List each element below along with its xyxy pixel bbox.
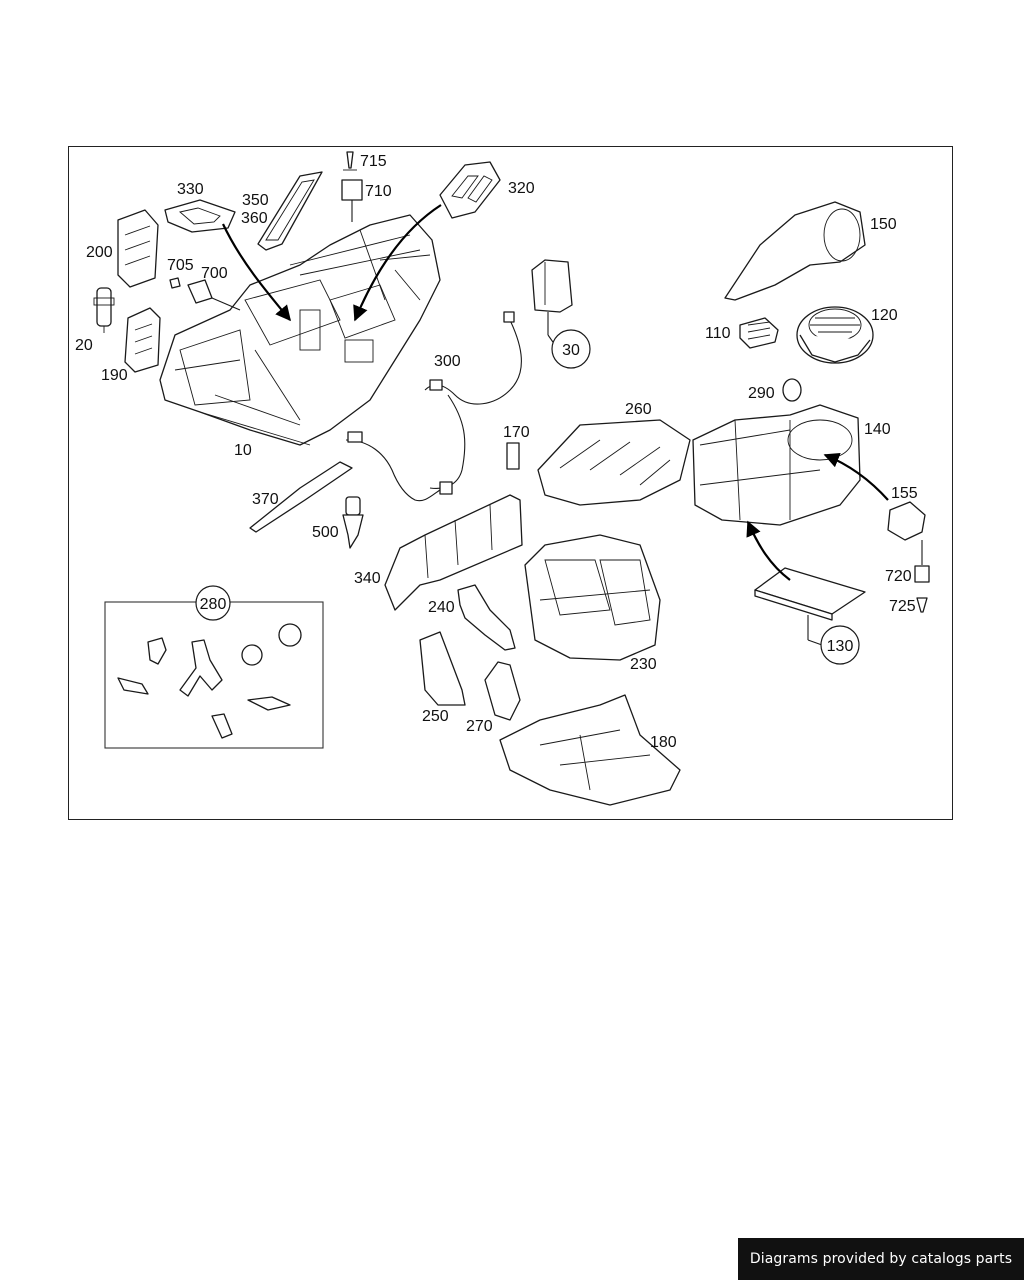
callout-230: 230 <box>630 656 657 673</box>
part-230-distribution-housing <box>524 534 661 661</box>
part-260-flap-housing <box>537 419 691 506</box>
part-155-actuator <box>887 501 926 565</box>
callout-280: 280 <box>200 596 227 613</box>
callout-240: 240 <box>428 599 455 616</box>
part-500-valve <box>342 496 364 549</box>
part-110-resistor <box>739 317 779 349</box>
callout-circle-130 <box>820 625 860 665</box>
callout-710: 710 <box>365 183 392 200</box>
part-140-blower-housing <box>692 404 861 526</box>
part-370-strip <box>249 461 353 533</box>
arrow-330-to-housing <box>222 223 291 322</box>
callout-250: 250 <box>422 708 449 725</box>
callout-370: 370 <box>252 491 279 508</box>
callout-200: 200 <box>86 244 113 261</box>
callout-150: 150 <box>870 216 897 233</box>
part-320-seal-ring <box>439 161 501 219</box>
part-120-blower-motor <box>796 306 874 364</box>
part-330-gasket <box>164 199 236 233</box>
callout-110: 110 <box>705 325 731 342</box>
callout-20: 20 <box>75 337 93 354</box>
part-10-hvac-housing <box>159 214 441 446</box>
part-290-sensor-cap <box>782 378 802 402</box>
callout-circle-280 <box>195 585 231 621</box>
arrow-320-to-housing <box>353 204 442 322</box>
callout-720: 720 <box>885 568 912 585</box>
callout-725: 725 <box>889 598 916 615</box>
callout-290: 290 <box>748 385 775 402</box>
part-340-air-duct <box>384 494 523 611</box>
part-240-linkage <box>457 584 516 651</box>
callout-700: 700 <box>201 265 228 282</box>
callout-715: 715 <box>360 153 387 170</box>
callout-340: 340 <box>354 570 381 587</box>
part-720-725-connector <box>914 565 930 613</box>
part-190-flap-cover <box>124 307 161 373</box>
callout-155: 155 <box>891 485 918 502</box>
part-710-715-connector <box>341 151 363 222</box>
callout-180: 180 <box>650 734 677 751</box>
kit-280-box <box>104 585 324 749</box>
callout-330: 330 <box>177 181 204 198</box>
part-700-705-actuator <box>169 277 241 311</box>
part-150-blower-cover <box>724 201 866 301</box>
diagram-frame <box>68 146 953 820</box>
callout-190: 190 <box>101 367 128 384</box>
callout-270: 270 <box>466 718 493 735</box>
part-270-lever <box>484 661 521 721</box>
arrow-130-to-140 <box>746 520 791 581</box>
callout-320: 320 <box>508 180 535 197</box>
part-130-cabin-filter <box>754 567 866 646</box>
part-20-sensor <box>93 287 115 333</box>
callout-130: 130 <box>827 638 854 655</box>
callout-30: 30 <box>562 342 580 359</box>
part-200-duct-flap <box>117 209 159 288</box>
footer-credit-badge: Diagrams provided by catalogs parts <box>738 1238 1024 1280</box>
kit-280-small-parts <box>117 623 302 739</box>
callout-140: 140 <box>864 421 891 438</box>
part-170-sensor <box>506 442 520 470</box>
part-300-wiring-harness <box>345 311 522 502</box>
callout-circle-30 <box>551 329 591 369</box>
callout-360: 360 <box>241 210 268 227</box>
callout-120: 120 <box>871 307 898 324</box>
part-250-flap <box>419 631 466 706</box>
callout-705: 705 <box>167 257 194 274</box>
callout-350: 350 <box>242 192 269 209</box>
arrow-155-to-140 <box>823 453 889 501</box>
part-350-360-seal <box>257 171 323 251</box>
callout-260: 260 <box>625 401 652 418</box>
callout-170: 170 <box>503 424 530 441</box>
part-180-lower-housing <box>499 694 681 806</box>
callout-300: 300 <box>434 353 461 370</box>
callout-500: 500 <box>312 524 339 541</box>
footer-credit-text: Diagrams provided by catalogs parts <box>749 1251 1013 1267</box>
callout-10: 10 <box>234 442 252 459</box>
